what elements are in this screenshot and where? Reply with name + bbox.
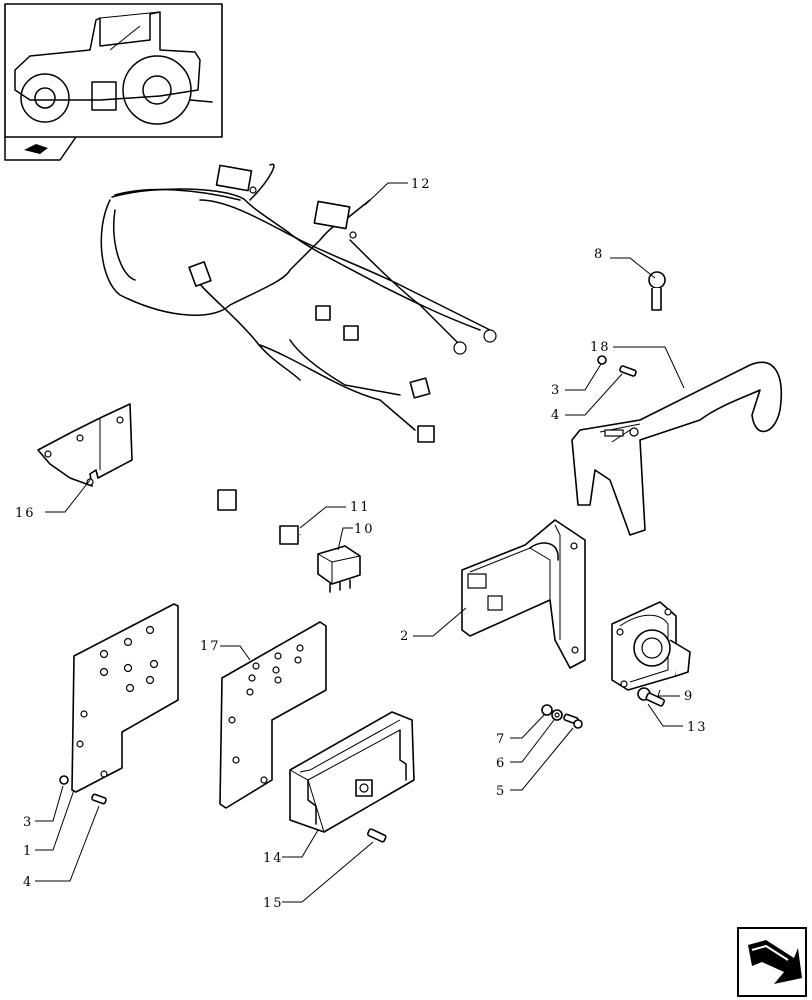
cable-11 [217,489,302,564]
callout-3-upper: 3 [551,383,561,398]
next-page-arrow-icon[interactable] [737,927,807,997]
relay-10 [317,545,361,593]
nut-3-lower [59,775,69,785]
callout-8: 8 [594,247,604,262]
plate-17 [219,621,327,809]
callout-11: 11 [350,500,371,515]
bracket-2 [461,519,586,669]
callout-13: 13 [687,720,708,735]
nut-3-upper [597,355,607,365]
bracket-plate-16 [37,403,133,487]
callout-9: 9 [684,689,694,704]
leader-lines [35,182,685,903]
callout-15: 15 [263,896,284,911]
view-tab-icon [4,136,77,161]
callout-17: 17 [200,639,221,654]
plate-1 [71,603,179,793]
callout-4-lower: 4 [23,875,33,890]
screw-4-upper [619,365,637,377]
callout-12: 12 [411,177,432,192]
bolt-8 [648,271,666,311]
wiring-harness-12 [100,163,497,443]
callout-18: 18 [590,340,611,355]
callout-1: 1 [23,844,33,859]
callout-5: 5 [496,784,506,799]
nut-7 [541,704,553,716]
callout-7: 7 [496,732,506,747]
bracket-18 [571,361,782,536]
callout-4-upper: 4 [551,408,561,423]
callout-3-lower: 3 [23,815,33,830]
callout-14: 14 [263,851,284,866]
control-box-14 [289,711,415,833]
tractor-thumbnail [4,3,223,138]
screw-15 [367,828,387,843]
bolt-5 [563,713,583,729]
callout-2: 2 [400,629,410,644]
socket-9 [611,601,691,691]
callout-16: 16 [15,506,36,521]
callout-labels: 12 8 3 4 18 16 11 10 2 9 13 7 6 5 17 3 1… [15,177,708,911]
screw-4-lower [91,793,107,805]
screw-13 [637,687,665,707]
callout-6: 6 [496,756,506,771]
washer-6 [551,709,563,721]
callout-10: 10 [354,522,375,537]
